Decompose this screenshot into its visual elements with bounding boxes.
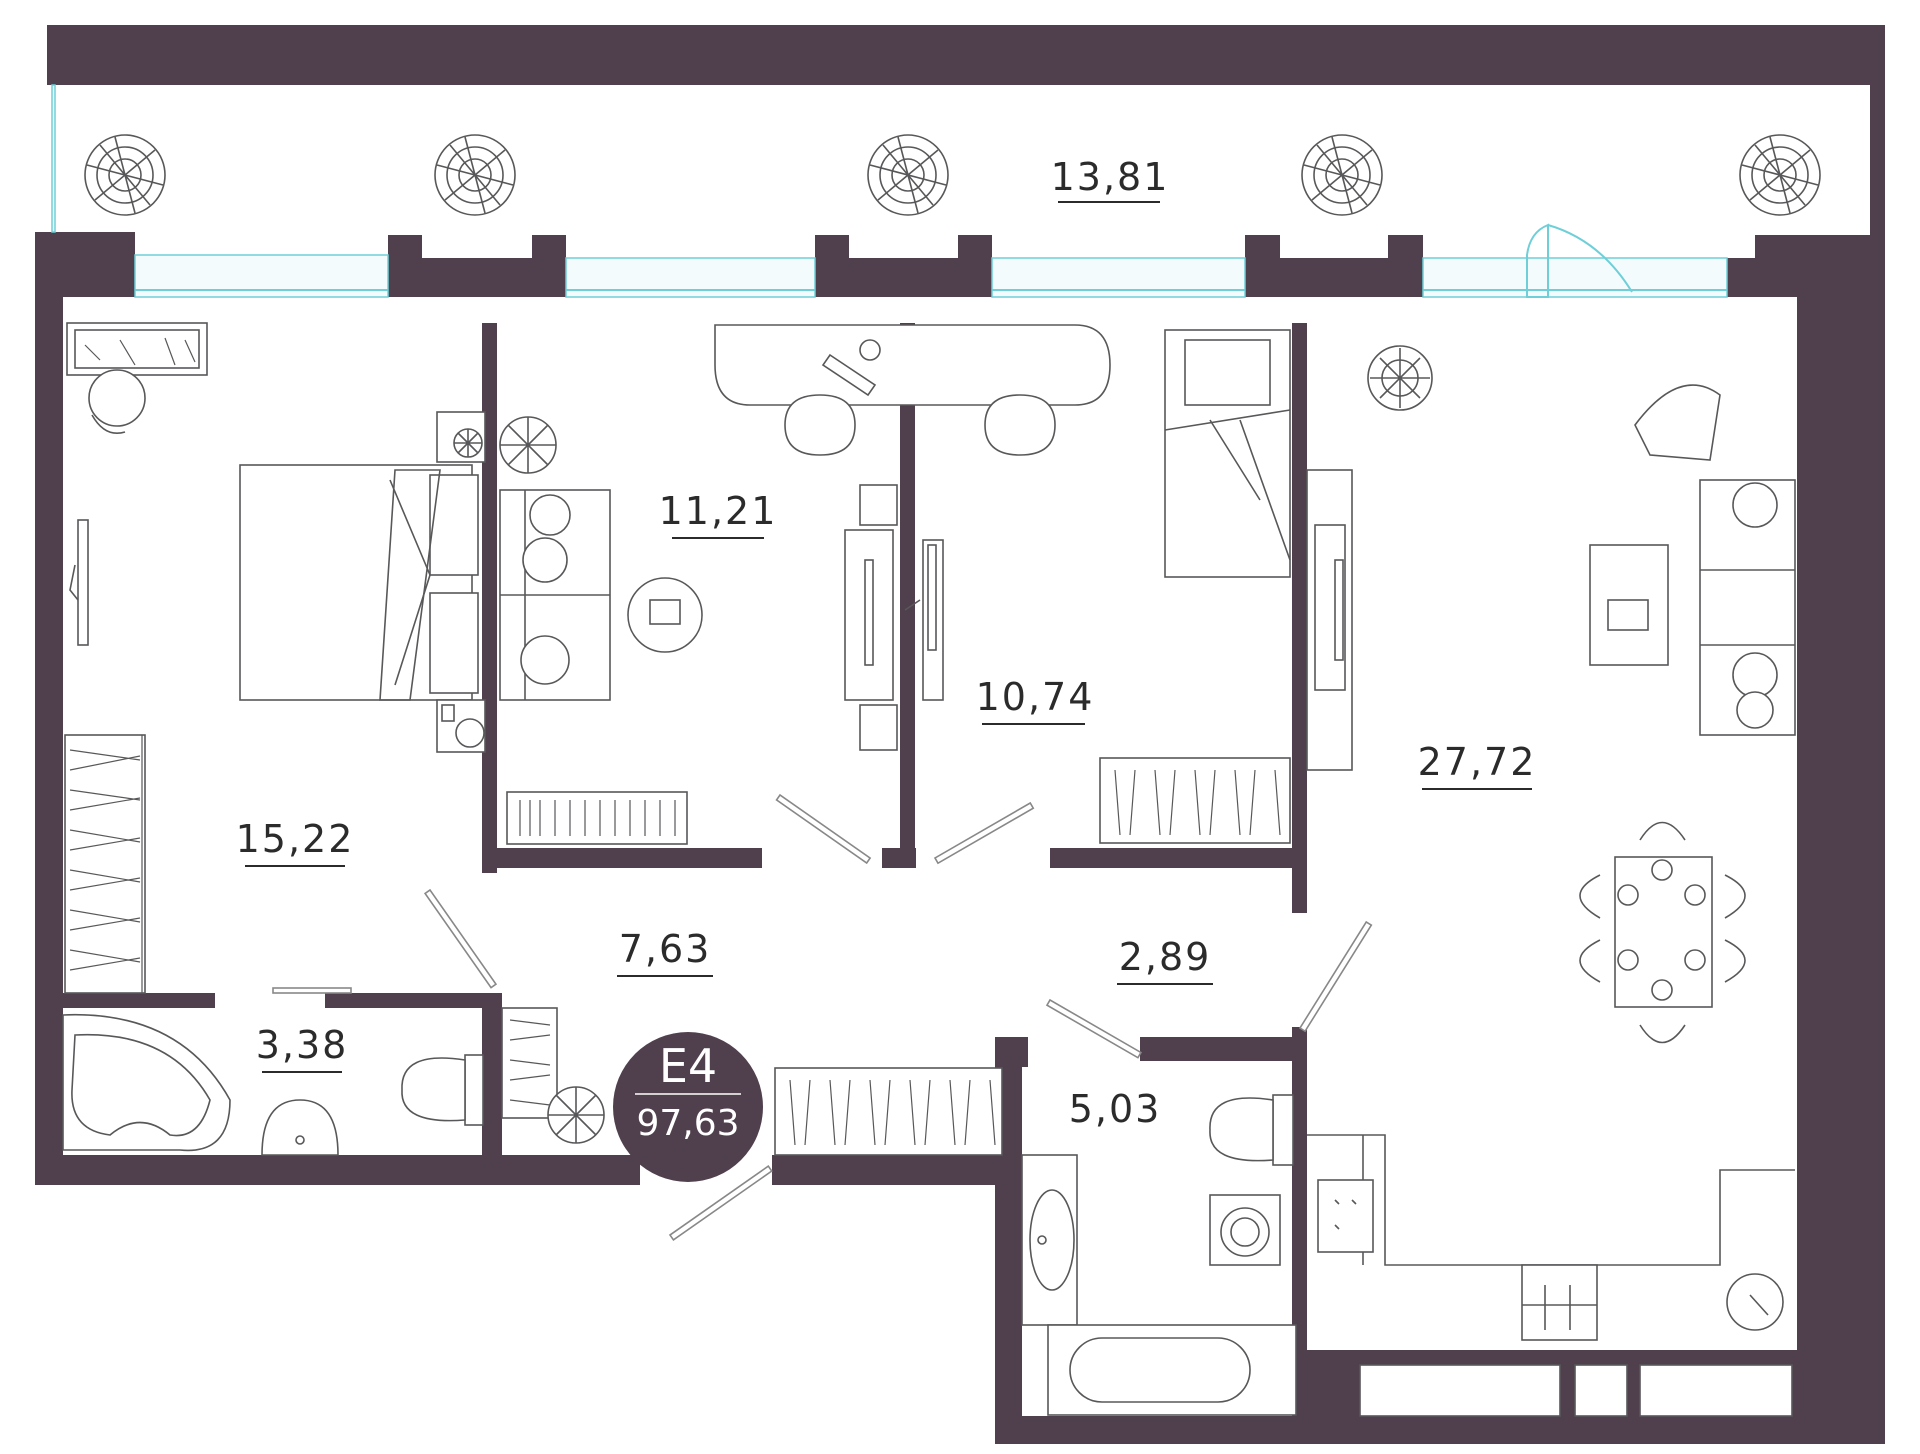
chair-icon [1579, 821, 1746, 1044]
bedroom-left-furniture [64, 322, 486, 994]
unit-badge: E4 97,63 [613, 1032, 763, 1182]
window-icon [51, 84, 1728, 298]
sink-icon [1521, 1264, 1598, 1341]
nightstand-bottom [436, 699, 486, 753]
tv-stand-icon [844, 484, 898, 751]
area-label-balcony: 13,81 [1051, 155, 1170, 199]
bathtub-icon [62, 1013, 231, 1152]
area-label-bedroom-middle: 11,21 [659, 489, 778, 533]
stove-icon [1317, 1179, 1374, 1253]
desk-icon [714, 324, 1111, 406]
bathtub-icon [1047, 1324, 1297, 1416]
plant-icon [1739, 134, 1821, 216]
sofa-icon [499, 489, 611, 701]
area-label-bedroom-right: 10,74 [976, 675, 1095, 719]
tv-stand-icon [904, 539, 944, 701]
towel-rack [501, 1007, 558, 1119]
desk-icon [66, 322, 208, 376]
kitchen-counter [1307, 1134, 1795, 1266]
washing-machine-icon [1209, 1194, 1281, 1266]
armchair-icon [1634, 384, 1721, 461]
kitchen-cabinets [1359, 1364, 1793, 1417]
living-kitchen-furniture [1306, 345, 1796, 1417]
plant-icon [1301, 134, 1383, 216]
area-label-living-kitchen: 27,72 [1418, 740, 1537, 784]
monitor-icon [69, 519, 89, 646]
monitor-icon [821, 339, 881, 397]
bedroom-right-furniture [904, 329, 1291, 844]
bookshelf-icon [506, 791, 688, 845]
chair-icon [88, 369, 146, 434]
fan-icon [453, 428, 483, 458]
area-label-bathroom-small: 3,38 [256, 1023, 349, 1067]
area-label-hall-left: 7,63 [619, 927, 712, 971]
trash-bin [1726, 1273, 1784, 1331]
area-labels: 13,81 15,22 11,21 10,74 27,72 7,63 2,89 … [236, 155, 1537, 1131]
unit-label: E4 [659, 1039, 717, 1093]
dining-table-icon [1614, 856, 1713, 1008]
walls [35, 25, 1885, 1444]
tv-stand-icon [1306, 469, 1353, 771]
balcony-plants [84, 134, 1821, 216]
plant-icon [1367, 345, 1433, 411]
fan-icon [547, 1086, 605, 1144]
sink-icon [261, 1099, 339, 1156]
sink-icon [1021, 1154, 1078, 1326]
toilet-icon [1209, 1094, 1294, 1166]
wardrobe-icon [64, 734, 146, 994]
chair-icon [784, 394, 1056, 456]
plant-icon [867, 134, 949, 216]
armchair-icon [499, 416, 557, 474]
bedroom-middle-furniture [499, 324, 1111, 845]
bed-icon [1164, 329, 1291, 578]
sofa-icon [1699, 479, 1796, 736]
wardrobe-icon [1099, 757, 1291, 844]
bed-icon [239, 464, 479, 701]
door-icon [272, 793, 1373, 1242]
area-label-bedroom-left: 15,22 [236, 817, 355, 861]
area-label-bathroom-large: 5,03 [1069, 1087, 1162, 1131]
coffee-table-icon [1589, 544, 1669, 666]
coffee-table-icon [627, 577, 703, 653]
plant-icon [84, 134, 166, 216]
bathroom-large-furniture [774, 1067, 1297, 1416]
wardrobe-icon [774, 1067, 1003, 1156]
toilet-icon [401, 1054, 484, 1126]
area-label-hall-right: 2,89 [1119, 935, 1212, 979]
plant-icon [434, 134, 516, 216]
total-area: 97,63 [636, 1103, 739, 1144]
bathroom-small-furniture [62, 1007, 605, 1156]
